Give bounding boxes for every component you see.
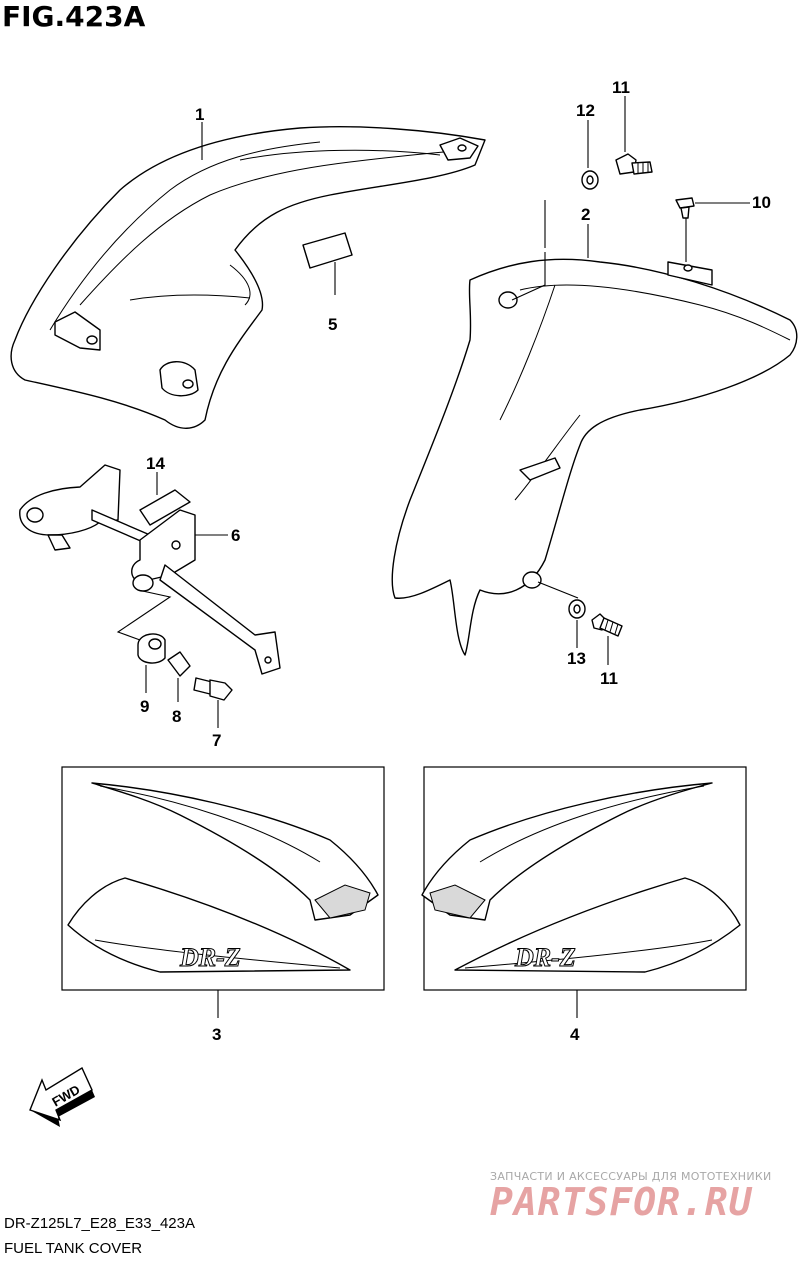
callout-1: 1 <box>195 105 204 124</box>
callout-11-lower: 11 <box>600 669 618 688</box>
watermark-subtitle: ЗАПЧАСТИ И АКСЕССУАРЫ ДЛЯ МОТОТЕХНИКИ <box>490 1170 772 1183</box>
cushion-14 <box>139 489 191 526</box>
washer-12 <box>581 170 599 190</box>
emblem-left-model: DR-Z <box>179 943 241 972</box>
callout-9: 9 <box>140 697 149 716</box>
callout-2: 2 <box>581 205 590 224</box>
figure-title: FIG.423A <box>2 0 146 33</box>
assembly-line-a <box>116 589 172 641</box>
callout-4: 4 <box>570 1025 580 1044</box>
fuel-tank-cover-left <box>10 126 486 429</box>
washer-13 <box>568 599 586 619</box>
callout-12: 12 <box>576 101 595 120</box>
fwd-arrow-icon: FWD <box>29 1066 95 1127</box>
clip-10 <box>675 197 695 219</box>
bolt-7 <box>193 677 233 701</box>
model-code: DR-Z125L7_E28_E33_423A <box>4 1215 195 1232</box>
bracket-6 <box>19 464 281 675</box>
callout-3: 3 <box>212 1025 221 1044</box>
bolt-11-upper <box>615 153 653 175</box>
callout-5: 5 <box>328 315 337 334</box>
cushion-pad-5 <box>302 232 353 269</box>
emblem-box-4: DR-Z <box>421 766 747 991</box>
callout-11-upper: 11 <box>612 78 630 97</box>
callout-8: 8 <box>172 707 181 726</box>
collar-8 <box>167 651 191 677</box>
bolt-11-lower <box>591 613 623 637</box>
fuel-tank-cover-right <box>391 258 798 656</box>
callout-10: 10 <box>752 193 771 212</box>
callout-13: 13 <box>567 649 586 668</box>
leader-lines <box>145 96 750 1018</box>
emblem-right-model: DR-Z <box>514 943 576 972</box>
callout-14: 14 <box>146 454 165 473</box>
diagram-caption: FUEL TANK COVER <box>4 1240 143 1257</box>
callout-6: 6 <box>231 526 240 545</box>
callout-7: 7 <box>212 731 221 750</box>
emblem-box-3: DR-Z <box>61 766 385 991</box>
grommet-9 <box>137 633 166 664</box>
watermark-logo: PARTSFOR.RU <box>490 1180 753 1224</box>
